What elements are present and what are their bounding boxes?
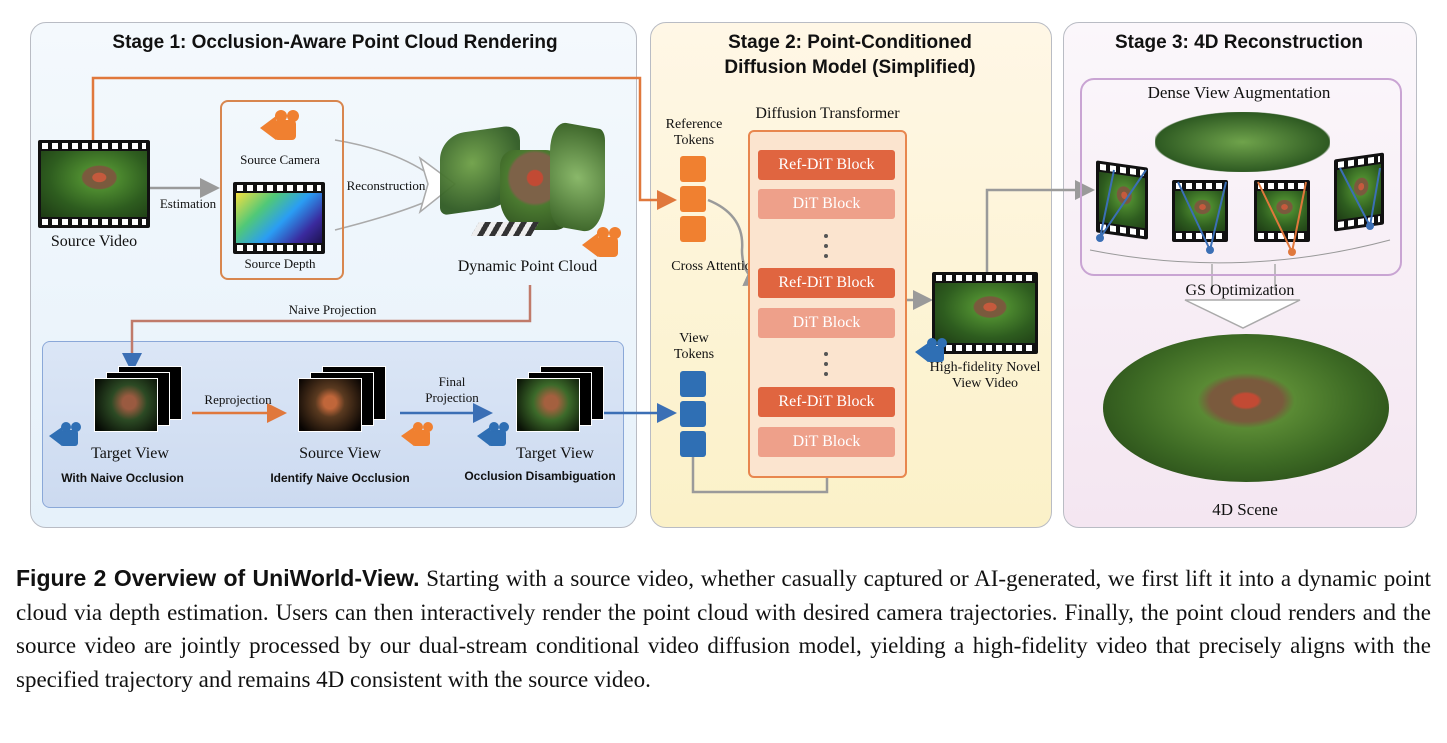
- dense-view-augmentation-box: [1080, 78, 1402, 276]
- ellipsis-dot: [824, 362, 828, 366]
- source-camera-icon: [260, 110, 299, 140]
- target-view-2-label: Target View: [516, 445, 594, 462]
- gs-funnel-head: [1184, 299, 1301, 329]
- source-camera-label: Source Camera: [240, 152, 320, 167]
- output-video-thumbnail: [932, 272, 1038, 354]
- scene-4d-image: [1103, 334, 1389, 482]
- reference-token: [680, 156, 706, 182]
- output-video-label: High-fidelity Novel View Video: [929, 360, 1041, 391]
- stage3-title: Stage 3: 4D Reconstruction: [1114, 32, 1364, 53]
- source-video-label: Source Video: [50, 233, 138, 250]
- caption-head: Figure 2 Overview of UniWorld-View.: [16, 565, 420, 591]
- dynamic-point-cloud-label: Dynamic Point Cloud: [457, 258, 598, 275]
- ref-dit-block-1: Ref-DiT Block: [758, 150, 895, 180]
- target-camera-icon: [582, 227, 621, 257]
- source-view-label: Source View: [299, 445, 381, 462]
- reconstruction-label: Reconstruction: [346, 178, 426, 193]
- stage2-title-line2: Diffusion Model (Simplified): [724, 57, 976, 78]
- augmented-point-cloud: [1155, 112, 1330, 172]
- estimation-outputs-box: [220, 100, 344, 280]
- reference-token: [680, 216, 706, 242]
- source-view-frame-front: [298, 378, 362, 432]
- target-view-2-frame-front: [516, 378, 580, 432]
- diffusion-transformer-label: Diffusion Transformer: [755, 105, 900, 122]
- source-video-thumbnail: [38, 140, 150, 228]
- target-view-1-frame-front: [94, 378, 158, 432]
- with-naive-occlusion-label: With Naive Occlusion: [61, 471, 184, 485]
- ellipsis-dot: [824, 234, 828, 238]
- output-camera-icon: [915, 338, 947, 362]
- dense-view-augmentation-label: Dense View Augmentation: [1147, 83, 1331, 102]
- naive-projection-arrow: [122, 285, 532, 373]
- stage2-title-line1: Stage 2: Point-Conditioned: [728, 32, 972, 53]
- diffusion-transformer-box: [748, 130, 907, 478]
- source-view-camera-icon: [401, 422, 433, 446]
- view-token: [680, 371, 706, 397]
- scene-4d-label: 4D Scene: [1212, 500, 1278, 519]
- camera-frustum-lines: [1089, 167, 1391, 264]
- final-projection-label: Final Projection: [425, 374, 479, 405]
- reference-tokens-label: Reference Tokens: [665, 117, 723, 148]
- source-to-reference-arrow: [91, 76, 677, 210]
- caption-body: Starting with a source video, whether ca…: [16, 566, 1431, 692]
- target-view-2-camera-icon: [477, 422, 509, 446]
- view-tokens-label: View Tokens: [673, 331, 715, 362]
- point-cloud-fragment-right: [550, 120, 605, 235]
- reference-token: [680, 186, 706, 212]
- ref-dit-block-2: Ref-DiT Block: [758, 268, 895, 298]
- gs-optimization-label: GS Optimization: [1185, 282, 1295, 299]
- ref-dit-block-3: Ref-DiT Block: [758, 387, 895, 417]
- source-depth-thumbnail: [233, 182, 325, 254]
- reprojection-label: Reprojection: [204, 392, 272, 407]
- dit-block-2: DiT Block: [758, 308, 895, 338]
- cross-attention-label: Cross Attention: [671, 259, 759, 274]
- dit-block-1: DiT Block: [758, 189, 895, 219]
- reconstruction-arrow-top: [334, 139, 431, 176]
- stage1-title: Stage 1: Occlusion-Aware Point Cloud Ren…: [112, 32, 558, 53]
- dit-block-3: DiT Block: [758, 427, 895, 457]
- view-token: [680, 431, 706, 457]
- output-to-stage3-arrow: [985, 180, 1095, 275]
- occlusion-disambiguation-label: Occlusion Disambiguation: [464, 469, 616, 483]
- ellipsis-dot: [824, 244, 828, 248]
- ellipsis-dot: [824, 372, 828, 376]
- target-view-1-camera-icon: [49, 422, 81, 446]
- source-depth-label: Source Depth: [244, 256, 316, 271]
- ellipsis-dot: [824, 352, 828, 356]
- ellipsis-dot: [824, 254, 828, 258]
- identify-naive-occlusion-label: Identify Naive Occlusion: [270, 471, 410, 485]
- point-cloud-chessboard: [470, 222, 540, 236]
- view-token: [680, 401, 706, 427]
- connector-arrows: [91, 76, 1301, 494]
- estimation-label: Estimation: [159, 196, 217, 211]
- reconstruction-arrow-bottom: [334, 199, 431, 231]
- naive-projection-label: Naive Projection: [288, 302, 377, 317]
- figure-caption: Figure 2 Overview of UniWorld-View. Star…: [16, 562, 1431, 696]
- target-view-1-label: Target View: [91, 445, 169, 462]
